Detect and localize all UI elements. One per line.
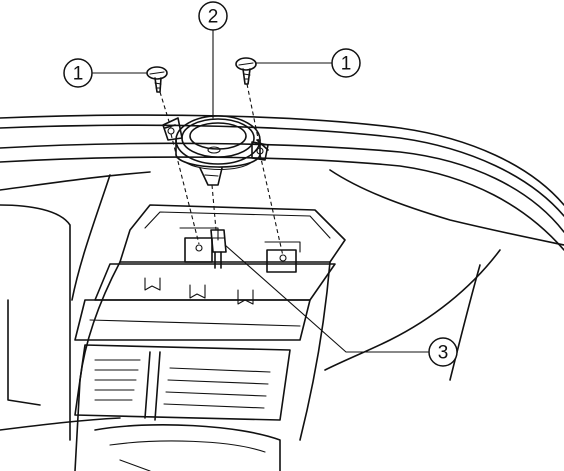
callout-2: 2: [198, 1, 228, 31]
callout-1-left: 1: [63, 58, 93, 88]
callout-1-right: 1: [331, 48, 361, 78]
dashboard-left-side: [0, 171, 151, 441]
dashboard-right-side: [324, 169, 564, 381]
screw-left: [146, 66, 168, 93]
callout-1-left-label: 1: [73, 64, 84, 85]
screw-right: [235, 57, 257, 85]
callout-2-label: 2: [208, 7, 219, 28]
callout-3: 3: [428, 337, 458, 367]
center-stack: [74, 204, 346, 471]
callout-1-right-label: 1: [341, 54, 352, 75]
leader-lines: [92, 29, 429, 353]
alignment-lines: [159, 83, 284, 257]
speaker-connector: [210, 229, 227, 269]
dashboard-top-edge: [0, 114, 564, 251]
callout-3-label: 3: [438, 343, 449, 364]
tweeter-speaker: [162, 115, 269, 186]
